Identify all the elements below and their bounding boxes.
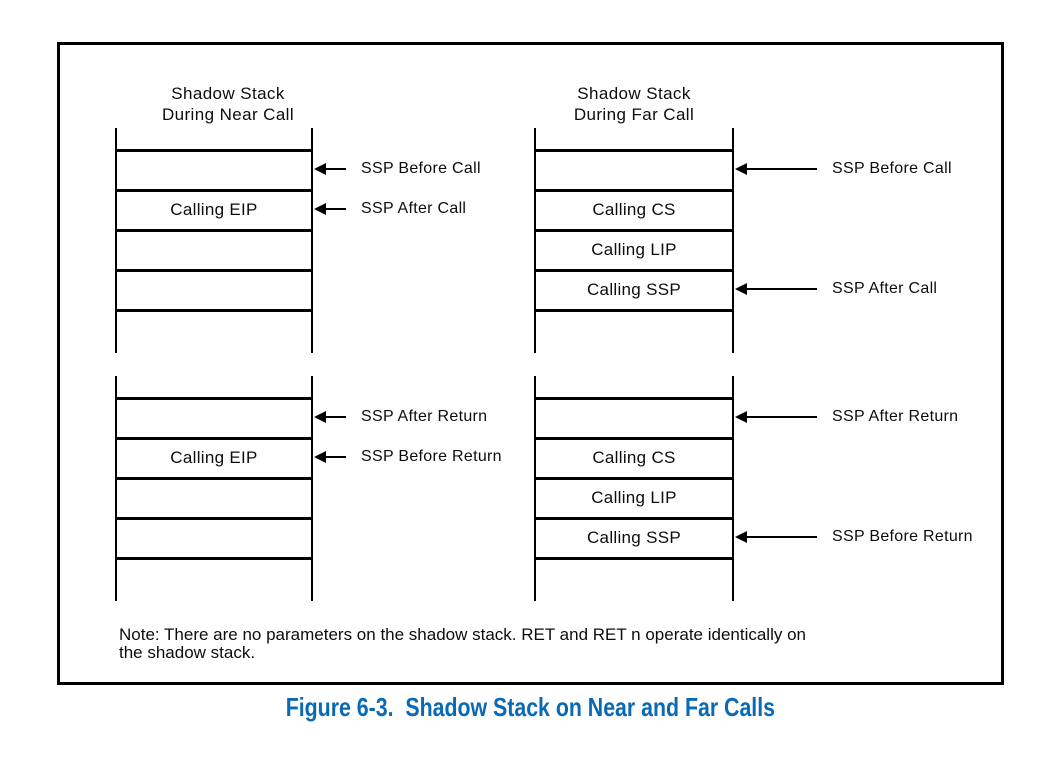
arrow-shaft xyxy=(747,536,817,538)
arrow-shaft xyxy=(326,416,346,418)
stack-cell: Calling SSP xyxy=(536,269,732,309)
arrow-shaft xyxy=(326,456,346,458)
stack-bottom-line xyxy=(536,557,732,560)
figure-border-box xyxy=(57,42,1004,685)
stack-cell xyxy=(117,229,311,269)
arrow-left-icon xyxy=(735,283,747,295)
near-call-stack: Calling EIP xyxy=(115,128,313,353)
stack-cell xyxy=(117,149,311,189)
stack-cell: Calling EIP xyxy=(117,189,311,229)
arrow-label: SSP Before Return xyxy=(832,528,973,545)
arrow-label: SSP After Call xyxy=(832,280,938,297)
ssp-pointer: SSP Before Return xyxy=(735,528,973,545)
stack-bottom-line xyxy=(117,309,311,312)
arrow-label: SSP Before Return xyxy=(361,448,502,465)
near-call-stack-title: Shadow Stack During Near Call xyxy=(129,83,327,125)
stack-cell xyxy=(117,517,311,557)
stack-open-top xyxy=(117,376,311,397)
arrow-label: SSP After Call xyxy=(361,200,467,217)
arrow-label: SSP Before Call xyxy=(361,160,481,177)
stack-cell: Calling CS xyxy=(536,189,732,229)
ssp-pointer: SSP Before Call xyxy=(735,160,952,177)
arrow-left-icon xyxy=(314,411,326,423)
stack-cell: Calling SSP xyxy=(536,517,732,557)
note-line: Note: There are no parameters on the sha… xyxy=(119,625,806,644)
stack-cell xyxy=(117,269,311,309)
stack-cell: Calling EIP xyxy=(117,437,311,477)
ssp-pointer: SSP After Call xyxy=(735,280,938,297)
arrow-left-icon xyxy=(314,203,326,215)
stack-cell xyxy=(536,149,732,189)
stack-open-bottom xyxy=(117,312,311,353)
stack-open-top xyxy=(536,376,732,397)
arrow-shaft xyxy=(326,168,346,170)
near-return-stack: Calling EIP xyxy=(115,376,313,601)
arrow-shaft xyxy=(747,416,817,418)
ssp-pointer: SSP After Return xyxy=(735,408,959,425)
stack-cell xyxy=(536,397,732,437)
figure-note: Note: There are no parameters on the sha… xyxy=(119,626,806,662)
arrow-left-icon xyxy=(735,411,747,423)
far-call-stack-title: Shadow Stack During Far Call xyxy=(534,83,734,125)
arrow-shaft xyxy=(747,168,817,170)
figure-caption: Figure 6-3. Shadow Stack on Near and Far… xyxy=(57,690,1004,724)
ssp-pointer: SSP Before Call xyxy=(314,160,481,177)
title-line: Shadow Stack xyxy=(577,84,691,103)
far-call-stack: Calling CS Calling LIP Calling SSP xyxy=(534,128,734,353)
title-line: During Near Call xyxy=(161,105,295,124)
stack-cell: Calling LIP xyxy=(536,229,732,269)
arrow-label: SSP Before Call xyxy=(832,160,952,177)
ssp-pointer: SSP Before Return xyxy=(314,448,502,465)
arrow-label: SSP After Return xyxy=(832,408,959,425)
stack-cell xyxy=(117,397,311,437)
arrow-shaft xyxy=(747,288,817,290)
note-line: the shadow stack. xyxy=(119,643,256,662)
ssp-pointer: SSP After Call xyxy=(314,200,467,217)
arrow-shaft xyxy=(326,208,346,210)
stack-bottom-line xyxy=(117,557,311,560)
arrow-label: SSP After Return xyxy=(361,408,488,425)
title-line: Shadow Stack xyxy=(171,84,285,103)
far-return-stack: Calling CS Calling LIP Calling SSP xyxy=(534,376,734,601)
stack-open-bottom xyxy=(536,312,732,353)
stack-open-top xyxy=(536,128,732,149)
arrow-left-icon xyxy=(314,163,326,175)
stack-open-bottom xyxy=(117,560,311,601)
figure-caption-text: Figure 6-3. Shadow Stack on Near and Far… xyxy=(285,692,776,722)
stack-open-bottom xyxy=(536,560,732,601)
title-line: During Far Call xyxy=(573,105,695,124)
stack-cell xyxy=(117,477,311,517)
arrow-left-icon xyxy=(735,163,747,175)
stack-cell: Calling CS xyxy=(536,437,732,477)
ssp-pointer: SSP After Return xyxy=(314,408,488,425)
arrow-left-icon xyxy=(735,531,747,543)
arrow-left-icon xyxy=(314,451,326,463)
stack-open-top xyxy=(117,128,311,149)
stack-cell: Calling LIP xyxy=(536,477,732,517)
stack-bottom-line xyxy=(536,309,732,312)
